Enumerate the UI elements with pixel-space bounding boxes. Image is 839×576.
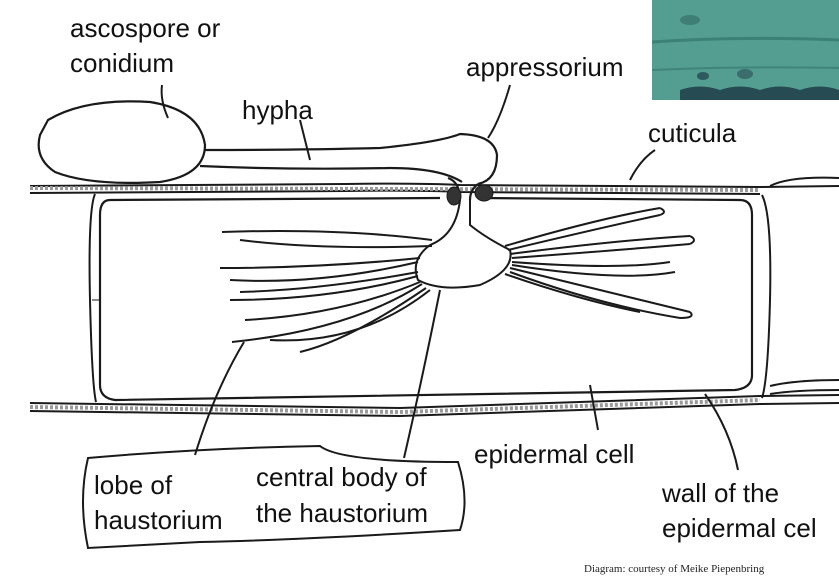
label-spore-line2: conidium xyxy=(70,48,175,78)
label-hypha: hypha xyxy=(242,95,313,125)
leader-cell-wall xyxy=(704,393,739,471)
leader-spore xyxy=(160,84,169,119)
leader-epidermal-cell xyxy=(589,384,599,431)
label-cuticula: cuticula xyxy=(648,118,737,148)
penetration-peg xyxy=(446,184,494,206)
label-wall-line2: epidermal cel xyxy=(662,513,817,543)
cell-wall xyxy=(29,176,839,418)
leader-cuticula xyxy=(629,149,656,181)
micrograph-inset xyxy=(651,0,839,100)
label-wall-line1: wall of the xyxy=(662,478,780,508)
fungus-surface-structures xyxy=(37,100,499,201)
label-lobe-line1: lobe of xyxy=(94,470,173,500)
leader-lobe xyxy=(194,341,245,456)
spore-outline xyxy=(37,100,207,184)
label-spore-line1: ascospore or xyxy=(70,13,221,43)
label-central-line2: the haustorium xyxy=(256,498,428,528)
haustorium-central-body xyxy=(414,199,512,289)
hypha-upper-outline xyxy=(204,132,499,186)
leader-hypha xyxy=(299,119,311,161)
leader-appressorium xyxy=(487,84,511,139)
label-lobe-line2: haustorium xyxy=(94,505,223,535)
leader-central-body xyxy=(403,289,441,459)
hypha-lower-outline xyxy=(199,164,463,183)
leader-lines xyxy=(160,84,739,471)
haustorium-labels-frame xyxy=(82,444,466,550)
haustorium xyxy=(219,199,695,353)
label-epidermal-cell: epidermal cell xyxy=(474,439,635,469)
image-credit: Diagram: courtesy of Meike Piepenbring xyxy=(584,563,765,575)
label-central-line1: central body of xyxy=(256,462,427,492)
label-appressorium: appressorium xyxy=(466,52,624,82)
